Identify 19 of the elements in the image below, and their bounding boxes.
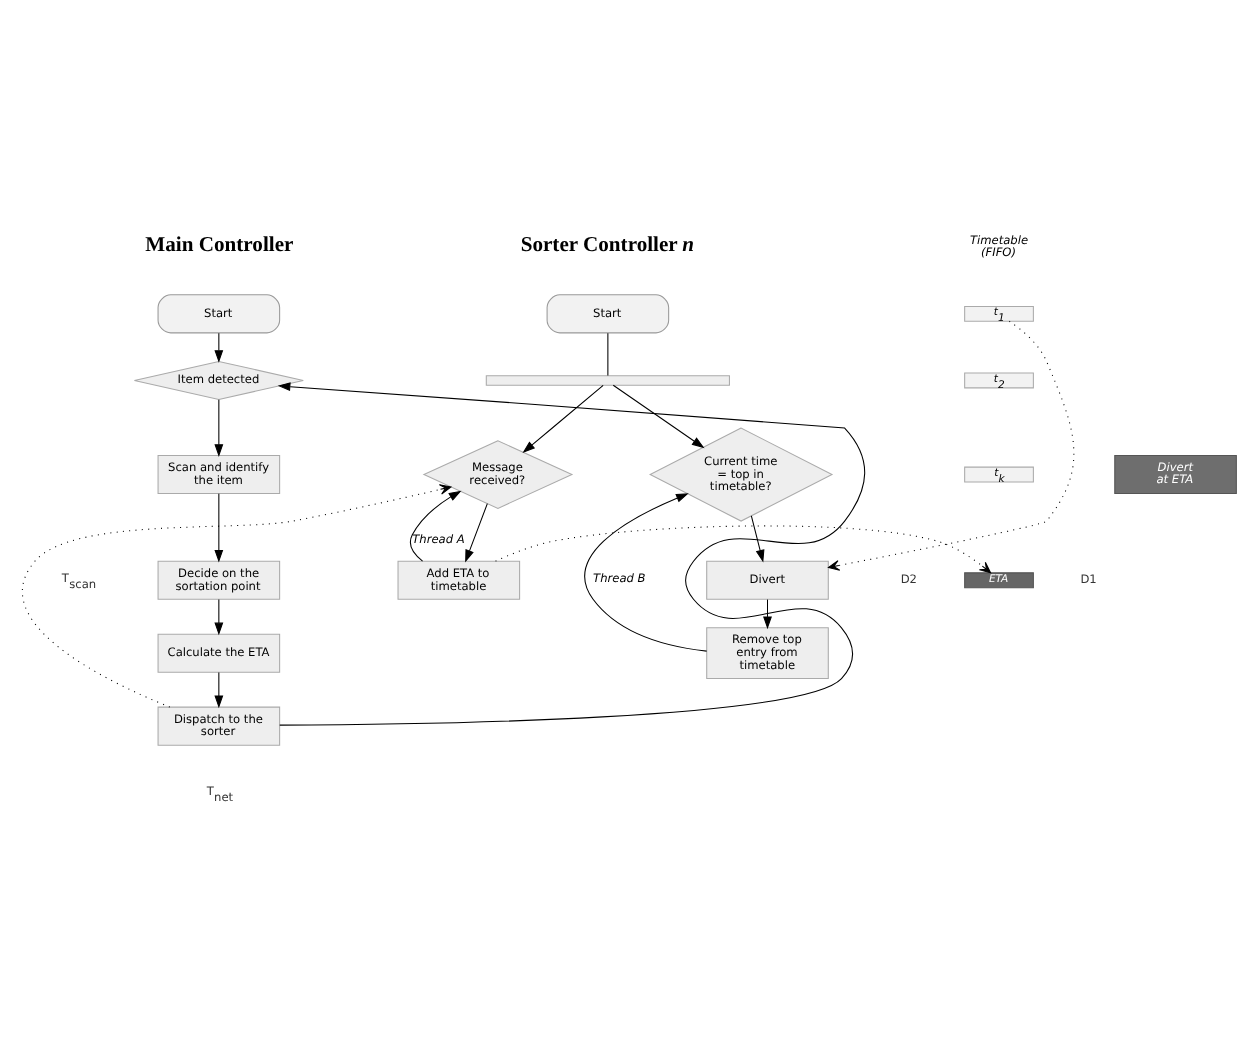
arrow xyxy=(214,670,224,708)
connector xyxy=(607,331,609,375)
arrow xyxy=(495,524,992,573)
arrow xyxy=(584,492,708,651)
arrow xyxy=(214,492,224,562)
arrow xyxy=(214,398,224,456)
arrow xyxy=(750,514,765,562)
label: Main Controller xyxy=(145,234,294,257)
arrow xyxy=(409,489,462,561)
node-bar xyxy=(485,374,730,385)
label: Sorter Controller n xyxy=(520,234,695,257)
arrow xyxy=(612,383,705,448)
arrow xyxy=(214,598,224,635)
arrow xyxy=(827,319,1075,570)
arrow xyxy=(214,331,224,362)
arrow xyxy=(21,483,452,707)
arrow xyxy=(277,381,866,725)
arrow xyxy=(522,383,604,452)
arrow xyxy=(465,502,488,562)
